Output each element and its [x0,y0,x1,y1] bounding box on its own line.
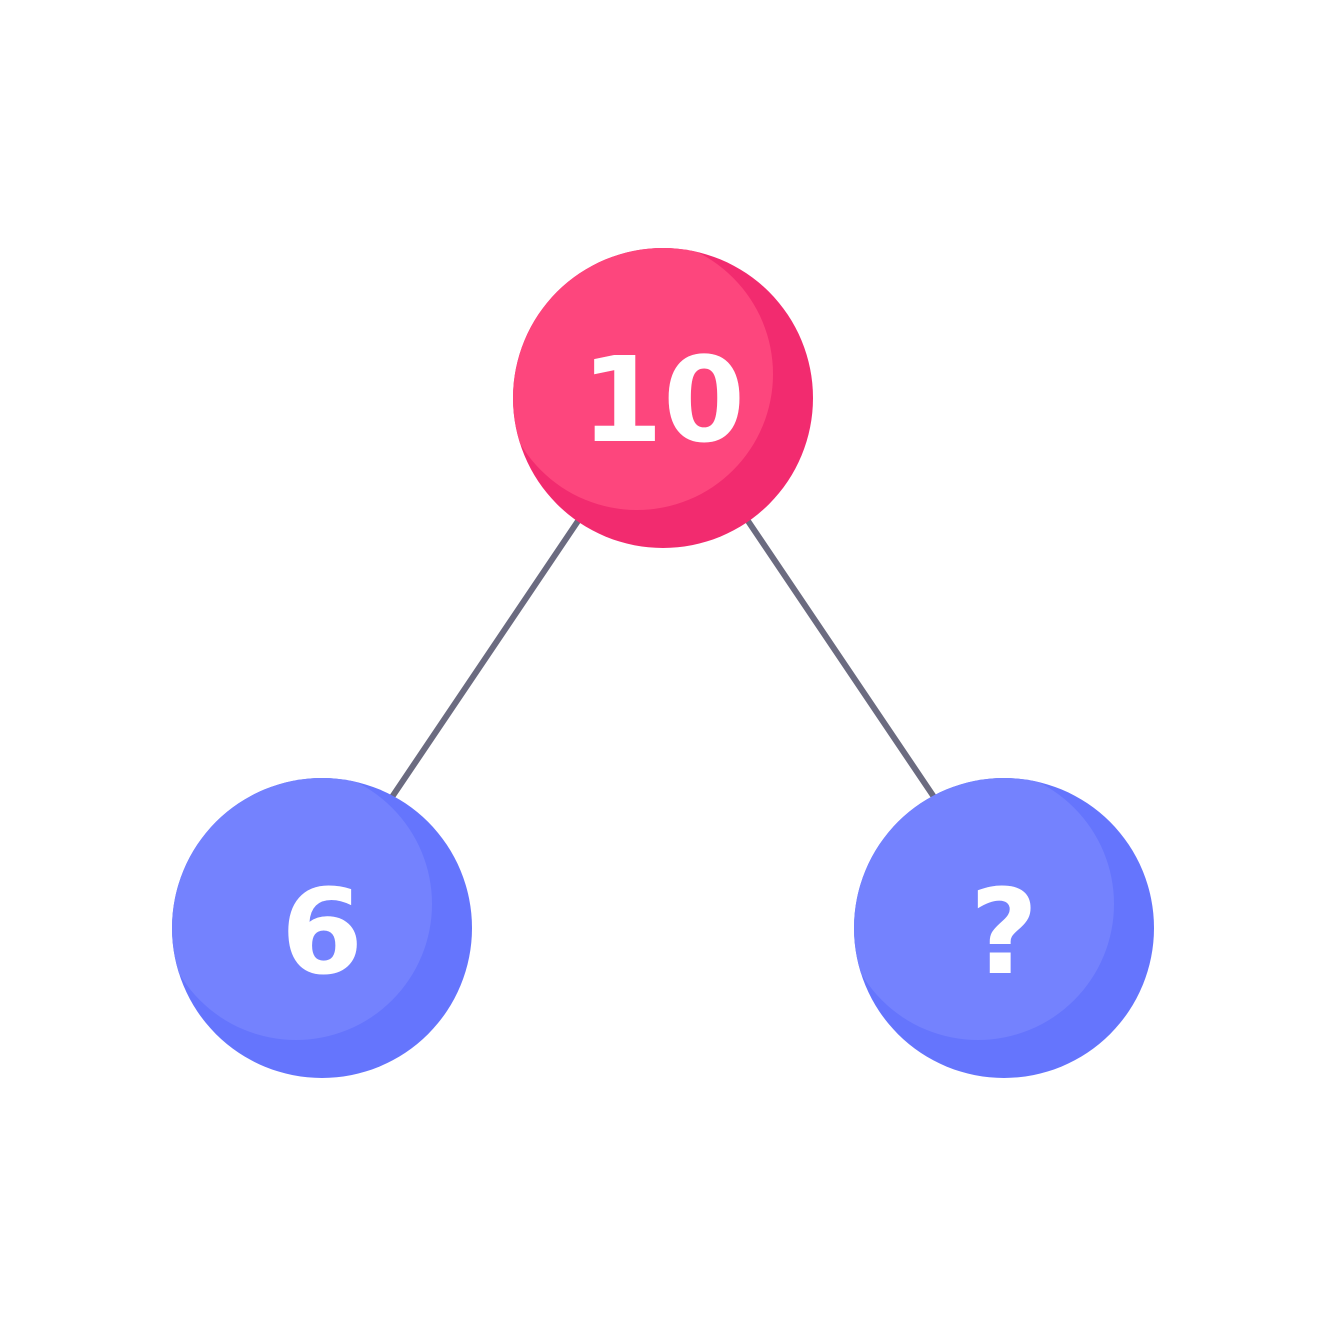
part-node-left-face [172,778,432,1040]
part-node-right: ? [854,778,1154,1078]
connector-line-left [387,515,583,803]
part-node-right-label: ? [970,863,1038,1001]
whole-node-face [513,248,773,510]
whole-node: 10 [513,248,813,548]
connector-line-right [743,515,939,803]
part-node-left-label: 6 [281,863,363,1001]
part-node-right-face [854,778,1114,1040]
part-node-left: 6 [172,778,472,1078]
whole-node-label: 10 [581,331,745,469]
